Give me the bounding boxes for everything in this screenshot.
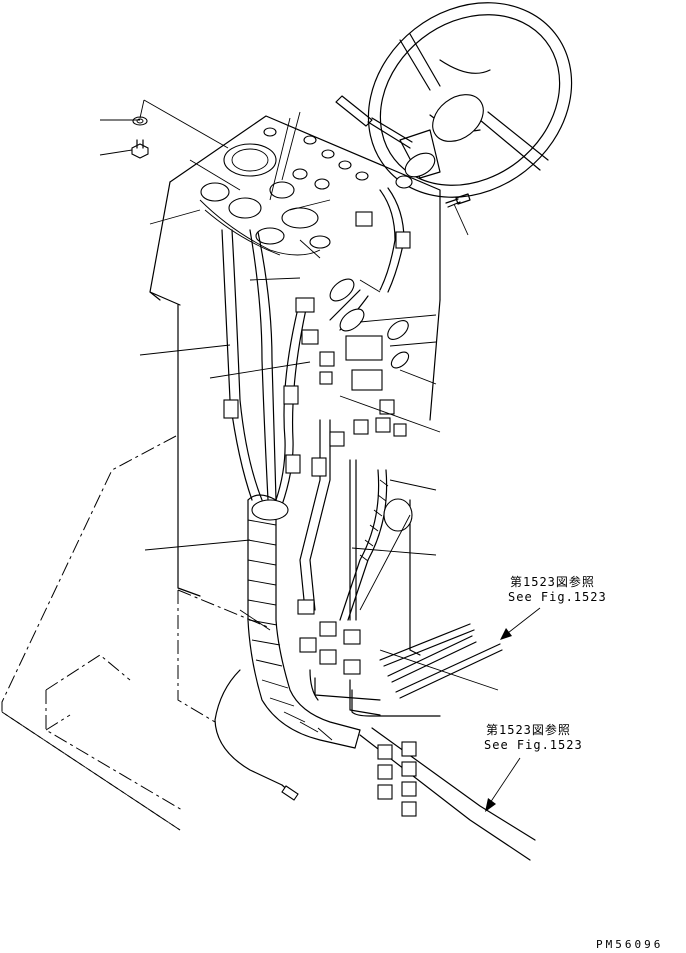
combination-lever (335, 95, 413, 149)
reference-arrows (485, 607, 541, 812)
ground-terminal (281, 784, 299, 801)
leader-lines (99, 99, 499, 691)
connectors (223, 211, 417, 817)
reference-label-jp-2: 第1523図参照 (486, 723, 571, 737)
drawing-code: PM56096 (596, 938, 664, 951)
reference-label-jp-1: 第1523図参照 (510, 575, 595, 589)
instrument-cluster (199, 127, 369, 256)
pipes (314, 623, 503, 717)
harness-branches (214, 187, 405, 786)
reference-label-en-1: See Fig.1523 (508, 590, 607, 604)
steering-wheel (367, 2, 573, 198)
cab-floor-outline (1, 435, 271, 831)
fasteners (131, 116, 471, 208)
console-panel (149, 115, 441, 656)
reference-label-en-2: See Fig.1523 (484, 738, 583, 752)
